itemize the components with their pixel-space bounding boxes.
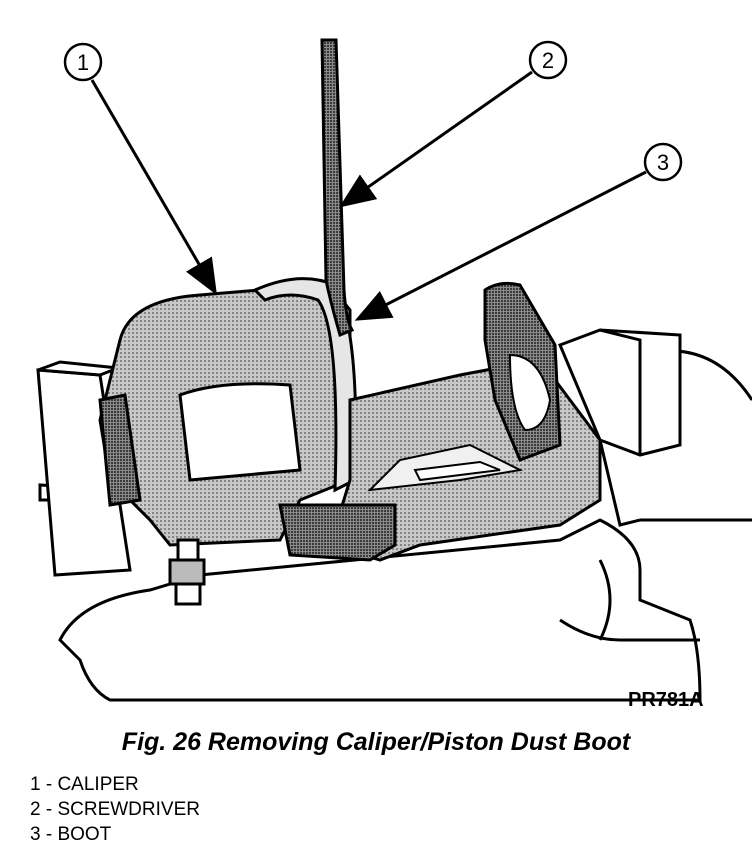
legend-item: 3 - BOOT: [30, 824, 112, 845]
callout-1: 1: [63, 42, 218, 296]
caliper-illustration: 1 2 3 PR781A: [36, 38, 752, 711]
screwdriver: [320, 38, 355, 338]
callout-3-number: 3: [657, 150, 669, 175]
legend: 1 - CALIPER 2 - SCREWDRIVER 3 - BOOT: [30, 772, 200, 847]
legend-item: 1 - CALIPER: [30, 774, 139, 795]
legend-item: 2 - SCREWDRIVER: [30, 799, 200, 820]
drawing-code: PR781A: [628, 689, 704, 711]
callout-3: 3: [354, 142, 683, 321]
callout-2-number: 2: [542, 48, 554, 73]
callout-2: 2: [339, 40, 568, 208]
caliper-body: [98, 277, 602, 562]
callout-1-number: 1: [77, 50, 89, 75]
figure-caption: Fig. 26 Removing Caliper/Piston Dust Boo…: [121, 728, 631, 756]
bleeder-screw: [168, 538, 206, 606]
